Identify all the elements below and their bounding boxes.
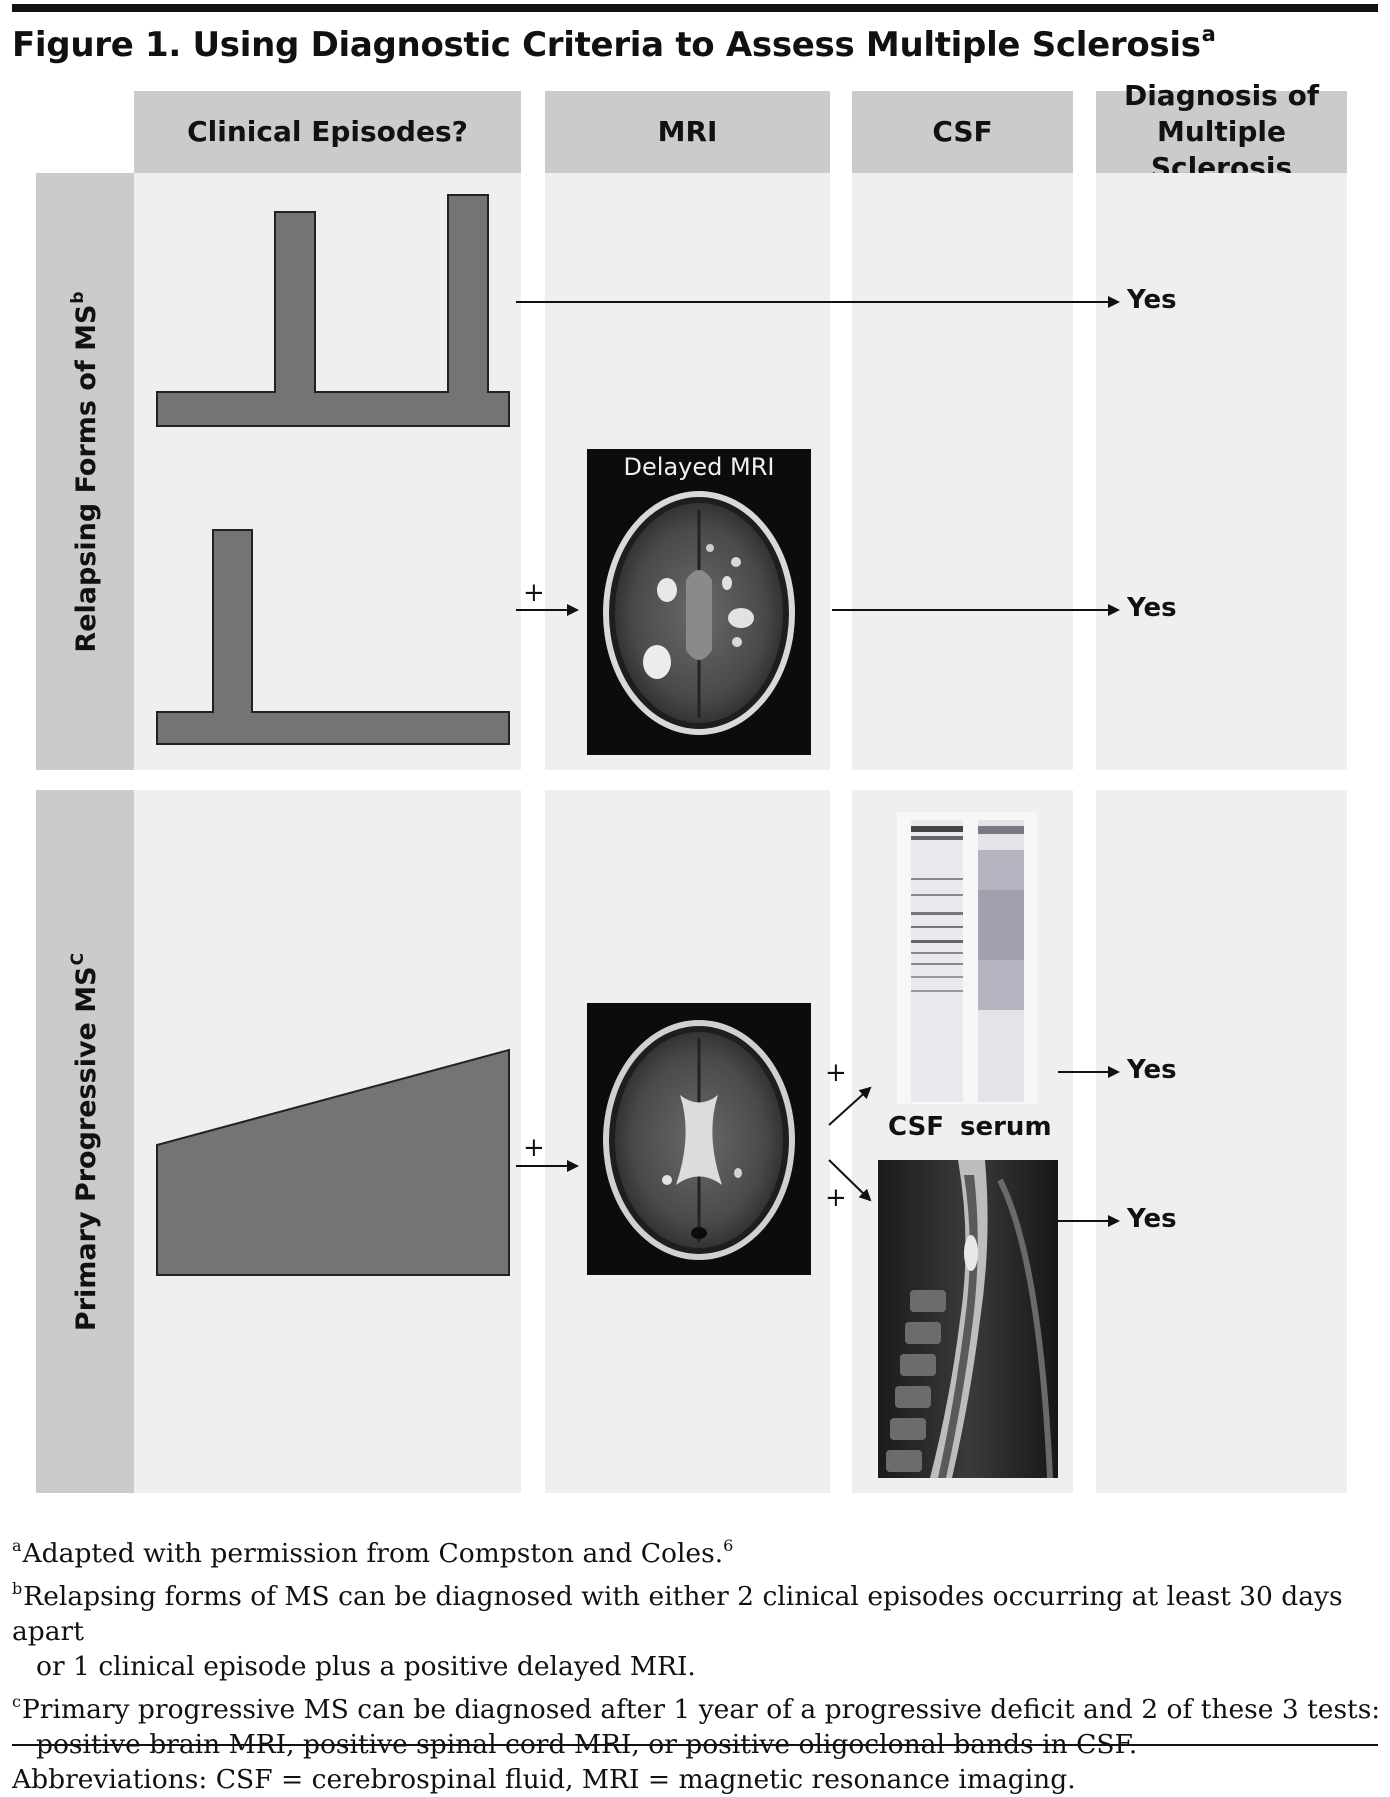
footnote-c-text-line1: Primary progressive MS can be diagnosed … (21, 1694, 1381, 1725)
delayed-brain-mri-image (587, 449, 811, 755)
header-mri: MRI (545, 91, 830, 173)
header-diagnosis: Diagnosis of Multiple Sclerosis (1096, 79, 1347, 184)
footnotes: aAdapted with permission from Compston a… (12, 1528, 1382, 1797)
footnote-c: cPrimary progressive MS can be diagnosed… (12, 1684, 1382, 1727)
panel-relapsing-csf (852, 173, 1073, 770)
arrow-mri-to-csf-bands (828, 1086, 872, 1126)
footnote-b-continuation: or 1 clinical episode plus a positive de… (36, 1651, 696, 1682)
serum-lane-smear (978, 826, 1024, 1010)
header-diagnosis-line1: Diagnosis of (1123, 79, 1320, 112)
vertebrae (886, 1290, 946, 1472)
diagram-graphics (156, 194, 1120, 1479)
serum-lane-label: serum (960, 1112, 1052, 1142)
delayed-mri-label: Delayed MRI (623, 453, 775, 481)
figure-title-text: Figure 1. Using Diagnostic Criteria to A… (12, 25, 1201, 65)
plus-sign-primary-mri: + (523, 1133, 545, 1163)
footnote-a-mark: a (12, 1536, 22, 1555)
brain-mri-image (587, 1003, 811, 1275)
top-rule (12, 4, 1378, 12)
yes-delayed-mri: Yes (1127, 593, 1177, 623)
csf-lane-bands (911, 826, 963, 992)
footnote-c-mark: c (12, 1692, 21, 1711)
panel-primary-diagnosis (1096, 790, 1347, 1493)
figure-title: Figure 1. Using Diagnostic Criteria to A… (12, 22, 1216, 65)
footnote-a: aAdapted with permission from Compston a… (12, 1528, 1382, 1571)
plus-sign-csf: + (825, 1058, 847, 1088)
footnote-b: bRelapsing forms of MS can be diagnosed … (12, 1571, 1382, 1649)
spinal-mri-image (878, 1160, 1058, 1479)
header-clinical-episodes: Clinical Episodes? (134, 91, 521, 173)
yes-csf-bands: Yes (1127, 1055, 1177, 1085)
footnote-b-mark: b (12, 1579, 23, 1598)
gel-electrophoresis-image (897, 812, 1037, 1104)
yes-two-episodes: Yes (1127, 285, 1177, 315)
progressive-deficit-shape (156, 1048, 510, 1276)
csf-lane-label: CSF (888, 1112, 945, 1142)
footnote-a-text: Adapted with permission from Compston an… (22, 1538, 724, 1569)
yes-spinal-mri: Yes (1127, 1204, 1177, 1234)
plus-sign-spinal: + (825, 1183, 847, 1213)
abbreviations: Abbreviations: CSF = cerebrospinal fluid… (12, 1764, 1076, 1795)
row-label-relapsing: Relapsing Forms of MSb (36, 173, 134, 770)
two-episodes-shape (156, 194, 510, 427)
arrow-mri-to-spinal-mri (828, 1159, 872, 1202)
footnote-b-text-line1: Relapsing forms of MS can be diagnosed w… (12, 1581, 1343, 1647)
row-label-primary-progressive: Primary Progressive MSC (36, 790, 134, 1493)
figure-title-footnote-mark: a (1201, 22, 1216, 46)
header-csf: CSF (852, 91, 1073, 173)
one-episode-shape (156, 529, 510, 745)
footnote-a-reference: 6 (723, 1536, 734, 1555)
panel-relapsing-diagnosis (1096, 173, 1347, 770)
bottom-rule (12, 1744, 1378, 1746)
plus-sign-relapsing: + (523, 578, 545, 608)
